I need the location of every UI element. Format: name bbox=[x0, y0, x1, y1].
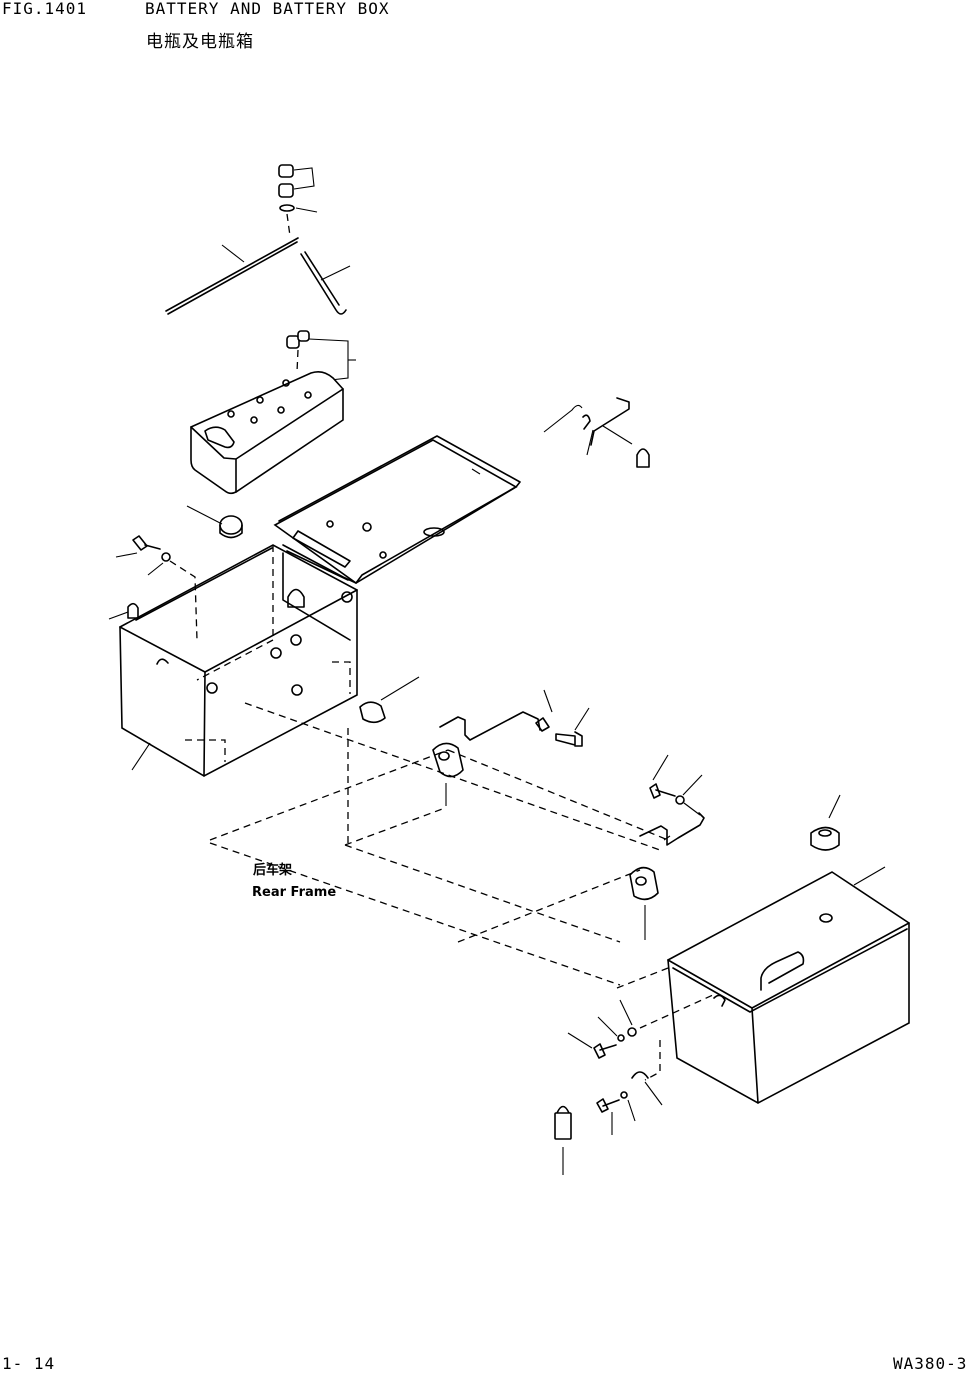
padlock-icon bbox=[554, 1105, 572, 1175]
bracket-bolts bbox=[535, 689, 703, 816]
hold-down-rod bbox=[165, 237, 299, 315]
mounting-bracket bbox=[359, 676, 705, 940]
j-bolt bbox=[300, 251, 351, 315]
rear-frame-label-chinese: 后车架 bbox=[253, 863, 293, 878]
lid-hook-parts bbox=[543, 397, 650, 468]
latch-and-bolts bbox=[567, 994, 714, 1135]
terminal-nut-group bbox=[278, 164, 318, 237]
rear-frame-label: Rear Frame bbox=[252, 885, 337, 900]
figure-title-chinese: 电瓶及电瓶箱 bbox=[146, 32, 254, 52]
figure-number: FIG.1401 bbox=[2, 0, 88, 18]
figure-title: BATTERY AND BATTERY BOX bbox=[145, 0, 390, 18]
battery-box-lid bbox=[273, 435, 521, 584]
page-number: 1- 14 bbox=[2, 1354, 56, 1373]
box-grommet-cap bbox=[186, 505, 243, 539]
battery bbox=[190, 371, 344, 495]
model-code: WA380-3 bbox=[893, 1354, 968, 1373]
box-mounting-bolts-left bbox=[108, 535, 198, 641]
battery-box-right bbox=[667, 794, 910, 1104]
battery-box-left bbox=[119, 544, 358, 777]
